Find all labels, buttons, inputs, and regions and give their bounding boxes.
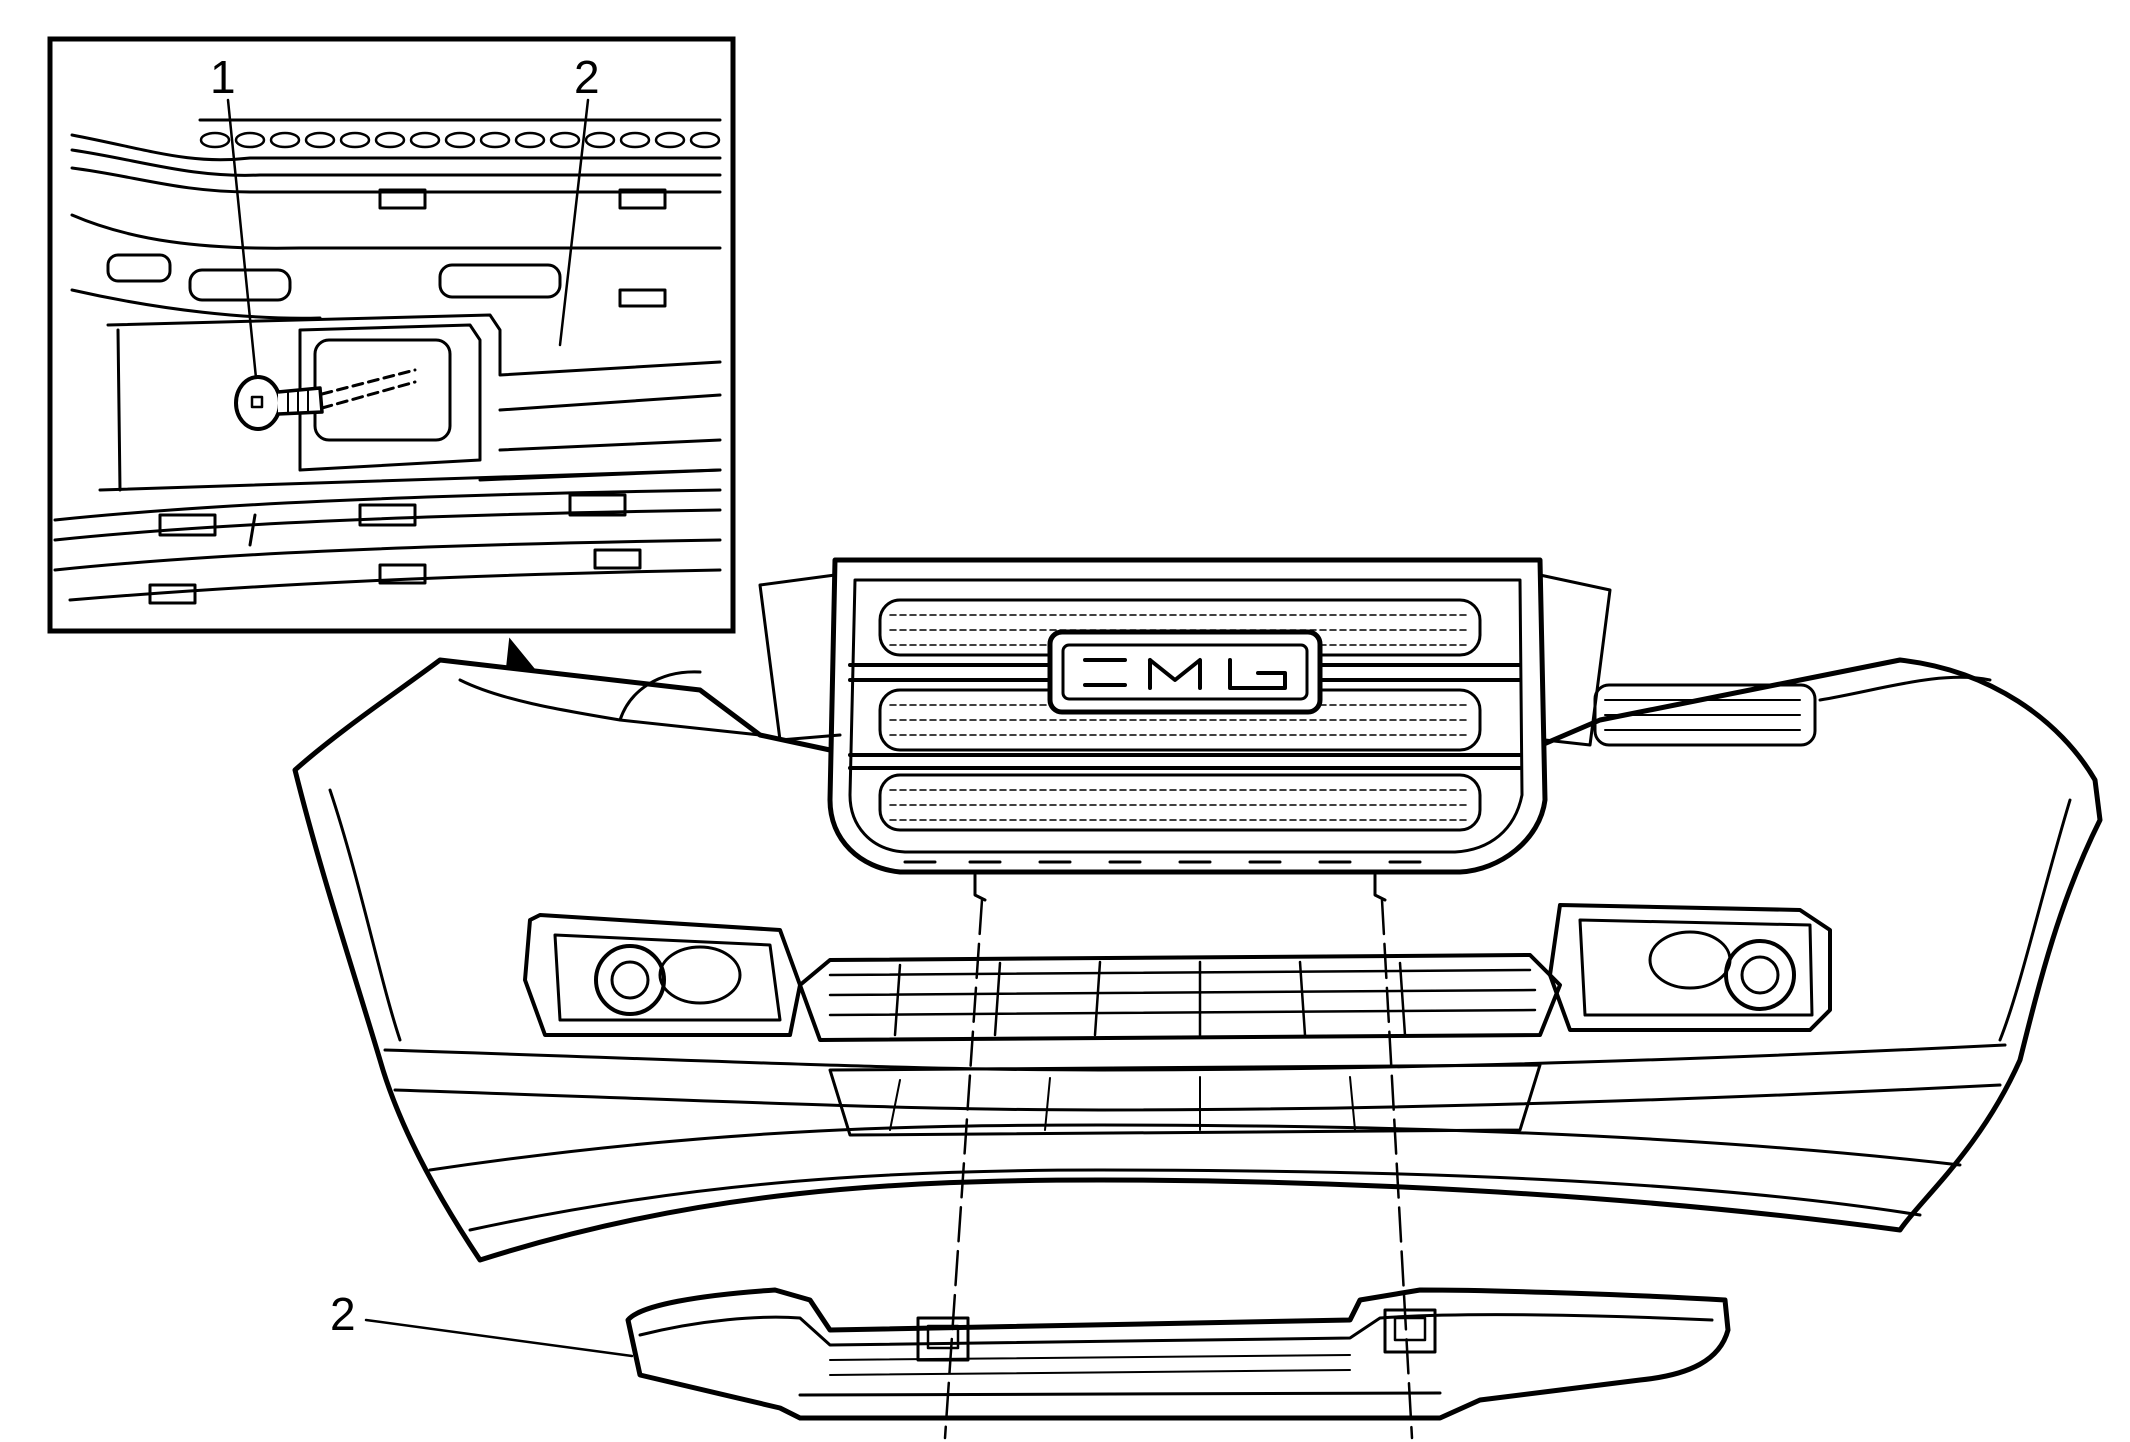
upper-grille — [758, 557, 1612, 902]
inset-leader-1 — [226, 98, 258, 380]
inset-fascia-bottom — [53, 488, 722, 605]
inset-slots — [106, 188, 667, 308]
inset-bracket — [98, 313, 722, 492]
alignment-line-right — [1380, 898, 1414, 1440]
push-pin-fastener — [234, 368, 417, 431]
right-fog-lamp — [1548, 903, 1832, 1032]
main-leader-2 — [364, 1318, 634, 1358]
grille-emblem — [1047, 629, 1323, 715]
inset-leader-2 — [558, 98, 590, 347]
callout-2-main: 2 — [330, 1288, 356, 1340]
callout-1-inset: 1 — [210, 51, 236, 103]
front-air-deflector — [625, 1287, 1731, 1421]
inset-vent-row — [199, 131, 721, 149]
left-fog-lamp — [523, 913, 802, 1037]
callout-2-inset: 2 — [574, 51, 600, 103]
inset-detail-view — [47, 36, 736, 634]
inset-fascia-top — [70, 118, 722, 320]
alignment-line-left — [943, 898, 984, 1440]
front-bumper-fascia — [292, 657, 2103, 1263]
lower-grille — [798, 953, 1562, 1137]
